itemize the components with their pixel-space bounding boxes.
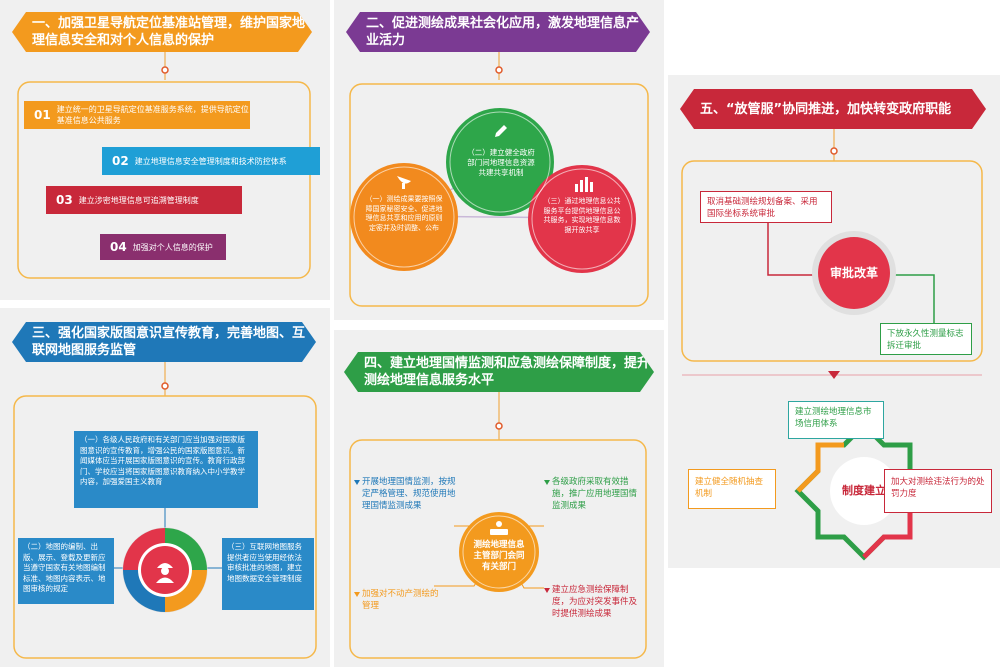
- panel-5-system-item-1: 建立测绘地理信息市场信用体系: [788, 401, 884, 439]
- panel-1-title-banner: 一、加强卫星导航定位基准站管理，维护国家地理信息安全和对个人信息的保护: [12, 12, 312, 52]
- panel-1: 一、加强卫星导航定位基准站管理，维护国家地理信息安全和对个人信息的保护 01 建…: [0, 0, 330, 300]
- panel-2-circle-red-text: （三）通过地理信息公共服务平台提供地理信息公共服务，实现地理信息数据开放共享: [543, 197, 621, 234]
- bar-chart-icon: [575, 177, 593, 192]
- panel-4-item-1: 开展地理国情监测，按规定严格管理、规范使用地理国情监测成果: [362, 477, 456, 511]
- panel-1-item-01: 01 建立统一的卫星导航定位基准服务系统，提供导航定位基准信息公共服务: [24, 101, 250, 129]
- panel-2-circle-green-text: （二）建立健全政府部门间地理信息资源共建共享机制: [467, 148, 535, 177]
- panel-1-item-04-text: 加强对个人信息的保护: [132, 242, 213, 252]
- panel-5-system-item-2: 建立健全随机抽查机制: [688, 469, 776, 509]
- meeting-icon: [490, 521, 508, 535]
- panel-1-item-03-text: 建立涉密地理信息可追溯管理制度: [78, 195, 199, 205]
- panel-3-item-1: （一）各级人民政府和有关部门应当加强对国家版图意识的宣传教育，增强公民的国家版图…: [74, 431, 258, 508]
- panel-1-item-02: 02 建立地理信息安全管理制度和技术防控体系: [102, 147, 320, 175]
- panel-2-circle-green: [446, 108, 554, 216]
- panel-1-title: 一、加强卫星导航定位基准站管理，维护国家地理信息安全和对个人信息的保护: [32, 16, 306, 48]
- panel-1-item-02-number: 02: [112, 153, 129, 168]
- panel-4: 四、建立地理国情监测和应急测绘保障制度，提升测绘地理信息服务水平 测绘地理信息主…: [334, 330, 664, 667]
- panel-1-item-03: 03 建立涉密地理信息可追溯管理制度: [46, 186, 242, 214]
- panel-5-frame: [681, 129, 983, 561]
- panel-3-frame: [13, 362, 317, 659]
- panel-4-item-2: 各级政府采取有效措施，推广应用地理国情监测成果: [552, 477, 638, 511]
- panel-2-circle-orange-text: （一）测绘成果要按照保障国家秘密安全、促进地理信息共享和应用的原则定密并及时调整…: [365, 195, 443, 232]
- panel-5-approval-item-2: 下放永久性测量标志拆迁审批: [880, 323, 972, 355]
- panel-1-item-01-number: 01: [34, 107, 51, 122]
- panel-2-title-banner: 二、促进测绘成果社会化应用，激发地理信息产业活力: [346, 12, 650, 52]
- panel-4-center-text: 测绘地理信息主管部门会同有关部门: [473, 540, 525, 572]
- panel-1-item-04: 04 加强对个人信息的保护: [100, 234, 226, 260]
- panel-3: 三、强化国家版图意识宣传教育，完善地图、互联网地图服务监管 （一）各级人民政府和…: [0, 308, 330, 667]
- panel-5-system-center: 制度建立: [842, 484, 886, 497]
- panel-3-item-2: （二）地图的编制、出版、展示、登载及更新应当遵守国家有关地图编制标准、地图内容表…: [18, 538, 114, 604]
- worker-icon: [156, 563, 174, 583]
- panel-3-item-3: （三）互联网地图服务提供者应当使用经依法审核批准的地图，建立地图数据安全管理制度: [222, 538, 314, 610]
- panel-5-approval-item-1: 取消基础测绘规划备案、采用国际坐标系统审批: [700, 191, 832, 223]
- panel-1-item-01-text: 建立统一的卫星导航定位基准服务系统，提供导航定位基准信息公共服务: [56, 105, 249, 125]
- panel-1-item-04-number: 04: [110, 239, 127, 254]
- panel-2-frame: [349, 52, 649, 307]
- panel-5-title: 五、“放管服”协同推进，加快转变政府职能: [700, 101, 952, 117]
- panel-4-item-3: 加强对不动产测绘的管理: [362, 589, 439, 611]
- panel-1-item-02-text: 建立地理信息安全管理制度和技术防控体系: [134, 156, 287, 166]
- panel-4-title: 四、建立地理国情监测和应急测绘保障制度，提升测绘地理信息服务水平: [364, 356, 651, 388]
- panel-2: 二、促进测绘成果社会化应用，激发地理信息产业活力 （二）建立健全政府部门间地理信…: [334, 0, 664, 320]
- panel-4-title-banner: 四、建立地理国情监测和应急测绘保障制度，提升测绘地理信息服务水平: [344, 352, 654, 392]
- panel-3-title-banner: 三、强化国家版图意识宣传教育，完善地图、互联网地图服务监管: [12, 322, 316, 362]
- pencil-icon: [495, 125, 507, 137]
- panel-1-item-03-number: 03: [56, 192, 73, 207]
- panel-3-title: 三、强化国家版图意识宣传教育，完善地图、互联网地图服务监管: [32, 326, 306, 358]
- panel-5-system-item-3: 加大对测绘违法行为的处罚力度: [884, 469, 992, 513]
- panel-4-item-4: 建立应急测绘保障制度，为应对突发事件及时提供测绘成果: [552, 585, 638, 619]
- panel-4-frame: [349, 392, 647, 659]
- panel-2-title: 二、促进测绘成果社会化应用，激发地理信息产业活力: [366, 16, 640, 48]
- panel-2-circle-red: [528, 165, 636, 273]
- panel-5-approval-center: 审批改革: [829, 266, 878, 280]
- panel-2-circle-orange: [350, 163, 458, 271]
- panel-5-title-banner: 五、“放管服”协同推进，加快转变政府职能: [680, 89, 986, 129]
- satellite-dish-icon: [397, 176, 411, 189]
- panel-1-frame: [17, 52, 311, 279]
- panel-5: 五、“放管服”协同推进，加快转变政府职能 取消基础测绘规划备案、采用国际坐标系统…: [668, 75, 1000, 568]
